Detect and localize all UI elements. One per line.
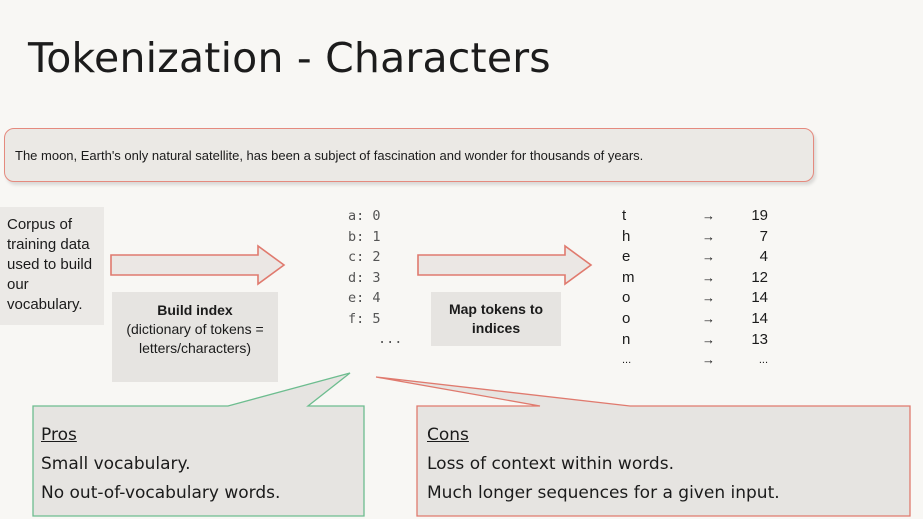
token-char: n [622,330,631,348]
build-index-detail: (dictionary of tokens = letters/characte… [126,321,264,356]
pros-list: Pros Small vocabulary. No out-of-vocabul… [41,421,280,508]
right-arrow-icon: → [702,249,715,265]
pros-item: No out-of-vocabulary words. [41,483,281,503]
token-map-row: n → 13 [618,330,778,351]
right-arrow-icon: → [702,352,715,368]
build-index-arrow [110,244,286,286]
pros-item: Small vocabulary. [41,454,191,474]
map-tokens-box: Map tokens to indices [431,292,561,346]
right-arrow-icon: → [702,310,715,326]
token-char: h [622,227,631,245]
right-arrow-icon: → [702,269,715,285]
dictionary-entry: a: 0 [348,208,381,224]
token-index: ... [758,354,768,367]
token-map-row: o → 14 [618,309,778,330]
token-index: 12 [751,268,768,286]
slide-title: Tokenization - Characters [28,34,551,82]
pros-heading: Pros [41,425,77,445]
build-index-heading: Build index [157,302,233,318]
cons-heading: Cons [427,425,469,445]
dictionary-ellipsis: ... [378,330,403,347]
token-map-row: h → 7 [618,227,778,248]
corpus-description: Corpus of training data used to build ou… [0,207,104,325]
token-char: m [622,268,635,286]
right-arrow-icon: → [702,331,715,347]
token-index: 13 [751,330,768,348]
token-index: 14 [751,289,768,307]
token-char: o [622,289,631,307]
corpus-sentence-box: The moon, Earth's only natural satellite… [4,128,814,182]
character-dictionary: a: 0 b: 1 c: 2 d: 3 e: 4 f: 5 ... [348,206,402,348]
token-char: o [622,309,631,327]
corpus-sentence: The moon, Earth's only natural satellite… [15,148,644,163]
cons-list: Cons Loss of context within words. Much … [427,421,780,508]
dictionary-entry: e: 4 [348,290,381,307]
token-index: 19 [751,207,768,224]
token-char: t [622,207,627,224]
map-tokens-arrow [417,244,593,286]
token-index: 14 [751,309,768,327]
token-map-row: t → 19 [618,206,778,227]
dictionary-entry: f: 5 [348,310,381,327]
token-map-row: o → 14 [618,288,778,309]
right-arrow-icon: → [702,208,715,223]
right-arrow-icon: → [702,290,715,306]
token-map-row: ... → ... [618,350,778,371]
token-map-row: m → 12 [618,268,778,289]
dictionary-entry: b: 1 [348,228,381,245]
token-index: 4 [759,248,768,266]
build-index-box: Build index (dictionary of tokens = lett… [112,292,278,382]
cons-item: Much longer sequences for a given input. [427,483,780,503]
token-map-row: e → 4 [618,247,778,268]
dictionary-entry: c: 2 [348,249,381,266]
cons-item: Loss of context within words. [427,454,674,474]
token-char: ... [622,354,632,367]
token-index: 7 [759,227,768,245]
token-char: e [622,248,631,266]
right-arrow-icon: → [702,228,715,244]
dictionary-entry: d: 3 [348,269,381,286]
token-index-map: t → 19 h → 7 e → 4 m → 12 o → 14 o → 14 … [618,206,778,371]
